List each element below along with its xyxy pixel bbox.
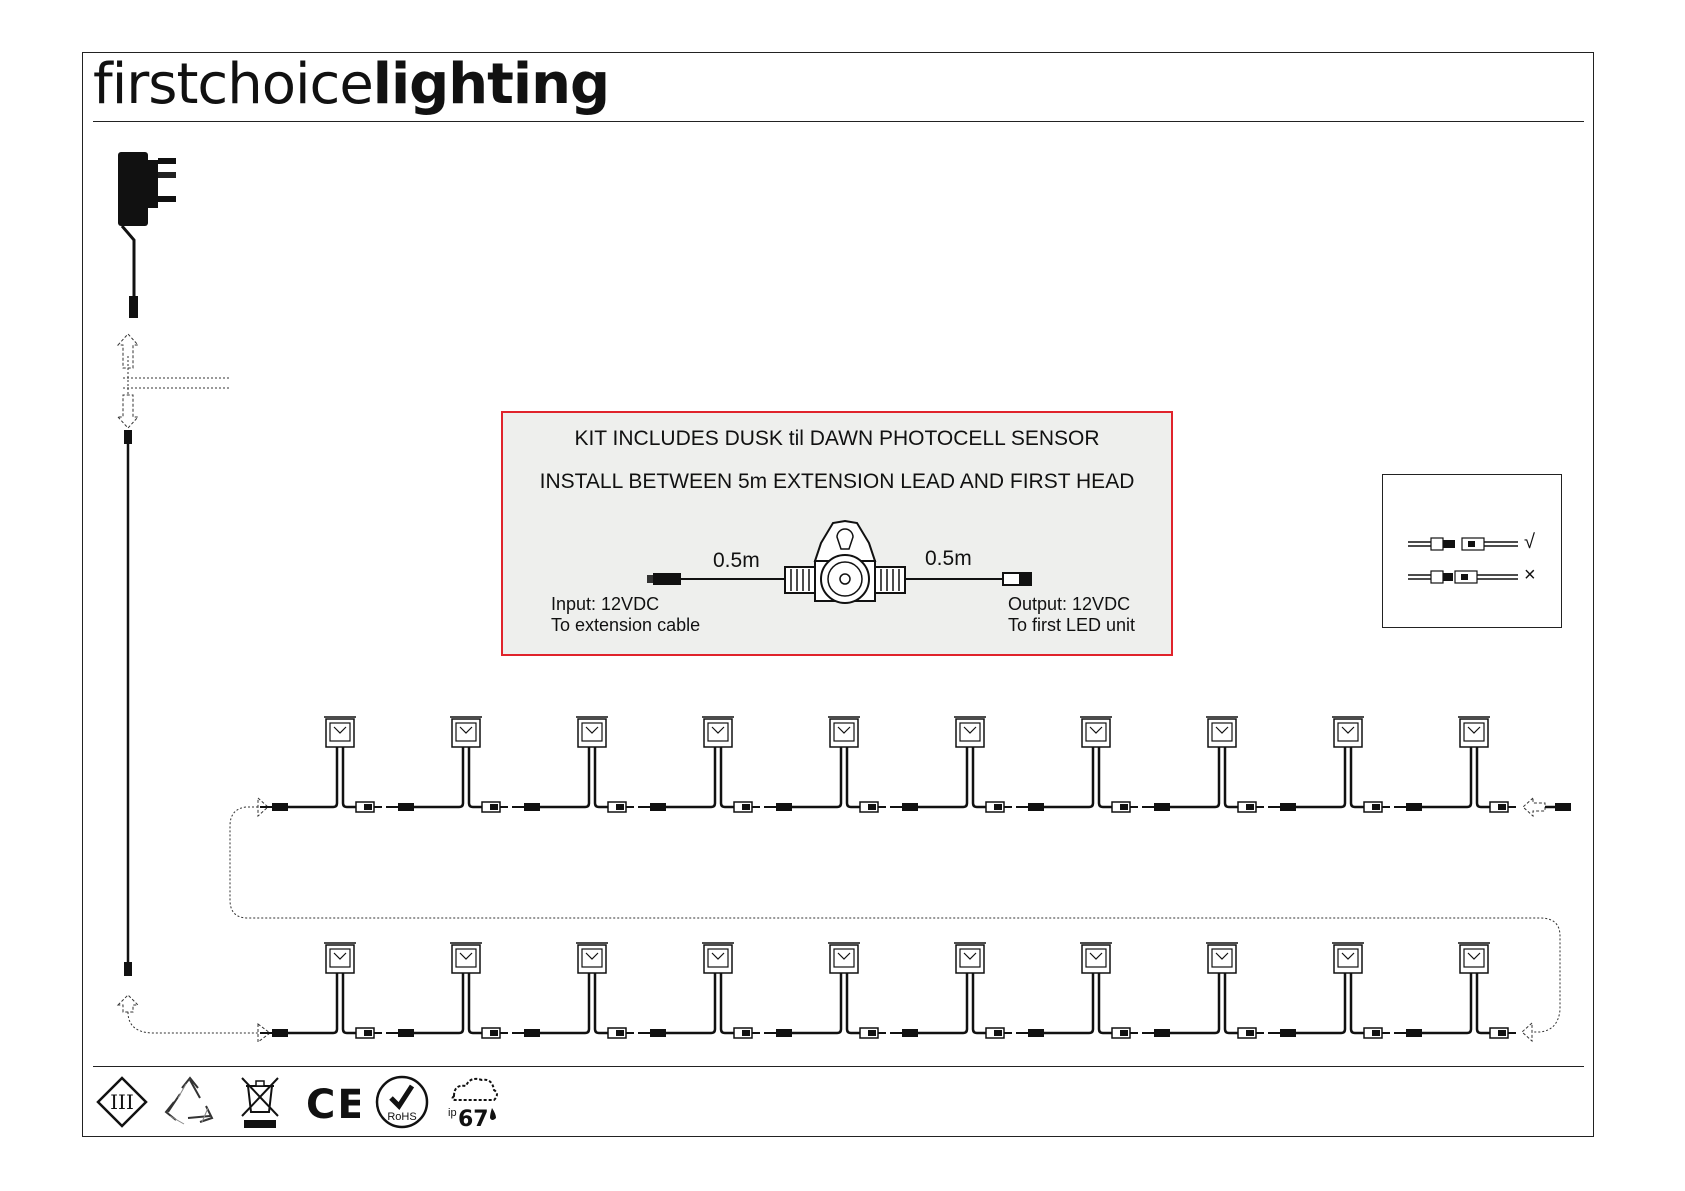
extension-cable — [118, 334, 270, 1042]
input-label-target: To extension cable — [551, 615, 700, 636]
ip67-icon: ip 67 — [446, 1074, 502, 1130]
footer-rule — [93, 1066, 1584, 1067]
top-row-light-10 — [1394, 717, 1516, 812]
output-label: Output: 12VDC To first LED unit — [1008, 594, 1135, 636]
bottom-row-light-2 — [386, 943, 508, 1038]
connector-guide: √ × — [1382, 474, 1562, 628]
correct-mark: √ — [1524, 531, 1535, 554]
top-row-light-5 — [764, 717, 886, 812]
bottom-row-light-10 — [1394, 943, 1516, 1038]
output-label-voltage: Output: 12VDC — [1008, 594, 1135, 615]
bottom-row-light-3 — [512, 943, 634, 1038]
weee-bin-icon — [238, 1074, 282, 1130]
input-length-label: 0.5m — [713, 550, 760, 571]
light-row-top — [260, 717, 1516, 812]
output-label-target: To first LED unit — [1008, 615, 1135, 636]
connector-diagram-icon — [1383, 475, 1563, 629]
bottom-row-light-1 — [260, 943, 382, 1038]
ce-mark-icon: CE — [304, 1074, 360, 1130]
plug-adapter-icon — [118, 152, 176, 318]
wrong-mark: × — [1524, 564, 1536, 587]
class-iii-icon: III — [96, 1074, 148, 1130]
ip-prefix-text: ip — [448, 1107, 457, 1119]
bottom-row-light-5 — [764, 943, 886, 1038]
bottom-row-light-9 — [1268, 943, 1390, 1038]
top-row-light-3 — [512, 717, 634, 812]
rohs-icon: RoHS — [374, 1074, 430, 1130]
top-row-light-2 — [386, 717, 508, 812]
top-row-light-7 — [1016, 717, 1138, 812]
photocell-notice: KIT INCLUDES DUSK til DAWN PHOTOCELL SEN… — [501, 411, 1173, 656]
recycle-icon — [162, 1074, 218, 1130]
ip-rating-text: 67 — [458, 1107, 489, 1130]
top-row-light-9 — [1268, 717, 1390, 812]
top-row-light-8 — [1142, 717, 1264, 812]
bottom-row-light-7 — [1016, 943, 1138, 1038]
rohs-text: RoHS — [387, 1111, 416, 1123]
input-label: Input: 12VDC To extension cable — [551, 594, 700, 636]
top-row-light-6 — [890, 717, 1012, 812]
return-loop — [230, 798, 1571, 1041]
class-iii-text: III — [110, 1090, 134, 1114]
bottom-row-light-6 — [890, 943, 1012, 1038]
top-row-light-4 — [638, 717, 760, 812]
light-row-bottom — [260, 943, 1516, 1038]
output-length-label: 0.5m — [925, 548, 972, 569]
bottom-row-light-4 — [638, 943, 760, 1038]
input-label-voltage: Input: 12VDC — [551, 594, 700, 615]
bottom-row-light-8 — [1142, 943, 1264, 1038]
top-row-light-1 — [260, 717, 382, 812]
ce-mark-text: CE — [306, 1082, 360, 1128]
